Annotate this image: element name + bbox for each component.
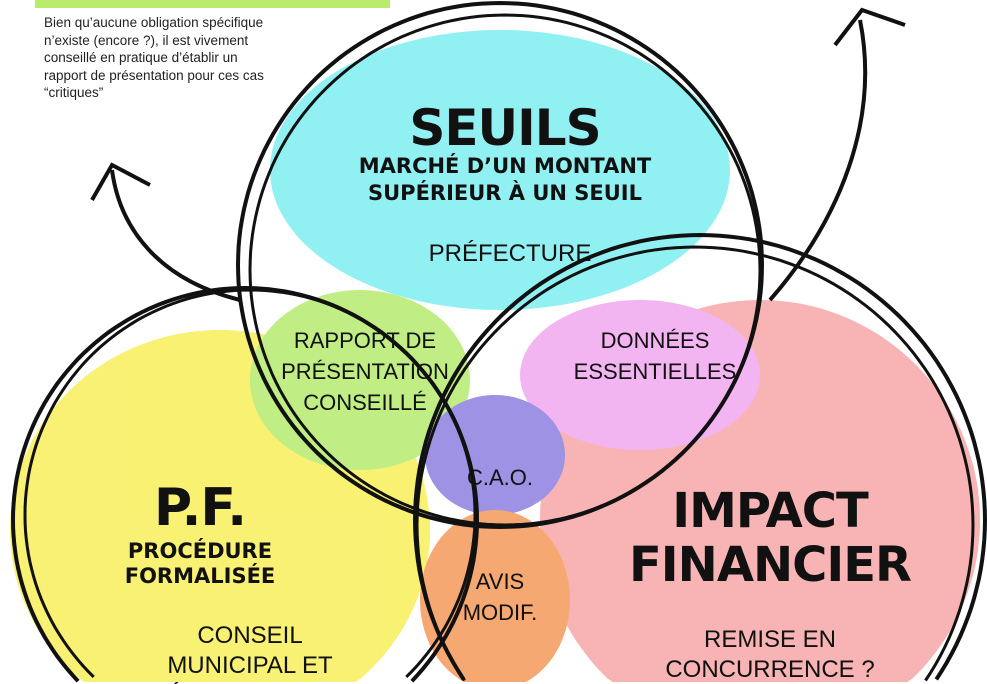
overlap-seuils-pf-line1: RAPPORT DE [293,328,437,353]
overlap-magenta-fill [520,300,760,450]
pf-circle-stroke2 [23,288,477,678]
right-arrow-icon [768,7,906,302]
overlap-pf-impact-line2: MODIF. [462,600,538,625]
overlap-green-fill [250,290,470,470]
pf-body-line2: MUNICIPAL ET [167,652,333,679]
overlap-seuils-pf-line2: PRÉSENTATION [281,359,449,384]
impact-title-line2: FINANCIER [629,537,912,593]
impact-body-line1: REMISE EN [703,626,837,653]
pf-subtitle-1: PROCÉDURE [127,539,273,563]
seuils-body: PRÉFECTURE [428,240,592,267]
impact-body-line2: CONCURRENCE ? [665,656,875,683]
pf-title: P.F. [154,478,247,538]
overlap-center-cao: C.A.O. [466,465,533,490]
pf-body-line3: ÉQUIVALENTS [140,680,360,684]
seuils-fill [270,30,730,310]
pf-subtitle-2: FORMALISÉE [124,564,276,588]
overlap-purple-fill [425,395,565,515]
seuils-title: SEUILS [409,99,601,157]
overlap-seuils-impact-line2: ESSENTIELLES [573,359,737,384]
seuils-subtitle-2: SUPÉRIEUR À UN SEUIL [368,181,642,205]
seuils-subtitle-1: MARCHÉ D’UN MONTANT [358,154,652,178]
overlap-orange-fill [420,510,570,682]
overlap-seuils-pf-line3: CONSEILLÉ [303,390,427,415]
impact-circle-stroke2 [415,245,975,682]
overlap-pf-impact-line1: AVIS [475,569,525,594]
left-arrow-icon [90,162,241,302]
impact-title-line1: IMPACT [672,483,869,539]
advice-note: Bien qu’aucune obligation spécifique n’e… [44,15,264,100]
top-accent-bar [35,0,390,8]
pf-body-line1: CONSEIL [197,622,303,649]
seuils-circle-stroke2 [248,13,762,527]
overlap-seuils-impact-line1: DONNÉES [600,328,710,353]
impact-circle [412,232,987,681]
